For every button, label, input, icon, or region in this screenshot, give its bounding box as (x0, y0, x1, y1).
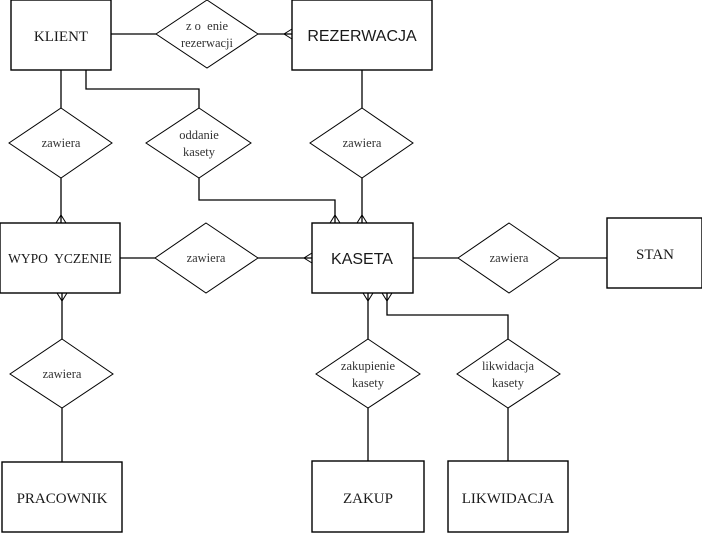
entity-wypozyczenie: WYPO YCZENIE (0, 222, 121, 294)
relationship-rezerwacja-kaseta: zawiera (309, 107, 414, 179)
relationship-label: rezerwacji (181, 36, 234, 50)
relationship-label: kasety (352, 376, 385, 390)
relationship-label: zawiera (187, 251, 226, 265)
line-klient-oddanie (85, 70, 200, 108)
cardinality-markers (55, 28, 393, 302)
relationship-label: zawiera (42, 136, 81, 150)
relationship-oddanie-kasety: oddanie kasety (145, 107, 252, 179)
relationship-zakupienie-kasety: zakupienie kasety (315, 338, 421, 409)
entity-likwidacja: LIKWIDACJA (447, 460, 569, 533)
crow-foot-icon (283, 28, 293, 40)
crow-foot-icon (56, 292, 68, 302)
entity-pracownik: PRACOWNIK (1, 461, 123, 533)
crow-foot-icon (381, 292, 393, 302)
entity-label: WYPO YCZENIE (8, 251, 112, 266)
relationship-zlozenie-rezerwacji: z o enie rezerwacji (155, 0, 259, 69)
entity-label: ZAKUP (343, 491, 393, 507)
relationship-label: likwidacja (482, 359, 535, 373)
relationship-wypozyczenie-kaseta: zawiera (154, 222, 259, 294)
crow-foot-icon (303, 252, 313, 264)
relationship-label: kasety (183, 145, 216, 159)
line-kaseta-likwidacja (386, 293, 509, 339)
entity-kaseta: KASETA (311, 222, 414, 294)
crow-foot-icon (329, 214, 341, 224)
entity-label: KASETA (331, 251, 393, 268)
relationship-label: zawiera (43, 367, 82, 381)
relationship-label: zawiera (490, 251, 529, 265)
entity-label: LIKWIDACJA (462, 491, 555, 507)
relationship-label: zakupienie (341, 359, 396, 373)
entity-label: STAN (636, 247, 674, 263)
relationship-label: z o enie (186, 19, 228, 33)
crow-foot-icon (55, 214, 67, 224)
relationship-wypozyczenie-pracownik: zawiera (9, 338, 114, 409)
entity-klient: KLIENT (10, 0, 112, 71)
relationship-label: oddanie (179, 128, 219, 142)
relationship-label: zawiera (343, 136, 382, 150)
crow-foot-icon (356, 214, 368, 224)
relationship-klient-wypozyczenie: zawiera (8, 107, 113, 179)
relationship-kaseta-stan: zawiera (457, 222, 561, 294)
entity-rezerwacja: REZERWACJA (291, 0, 433, 71)
connectors (60, 33, 607, 462)
entity-label: PRACOWNIK (17, 491, 108, 507)
relationship-label: kasety (492, 376, 525, 390)
crow-foot-icon (362, 292, 374, 302)
line-oddanie-kaseta (198, 178, 336, 223)
entity-label: REZERWACJA (307, 28, 417, 45)
relationship-likwidacja-kasety: likwidacja kasety (456, 338, 561, 409)
entity-label: KLIENT (34, 29, 88, 45)
entity-stan: STAN (606, 217, 702, 289)
entity-zakup: ZAKUP (311, 460, 425, 533)
